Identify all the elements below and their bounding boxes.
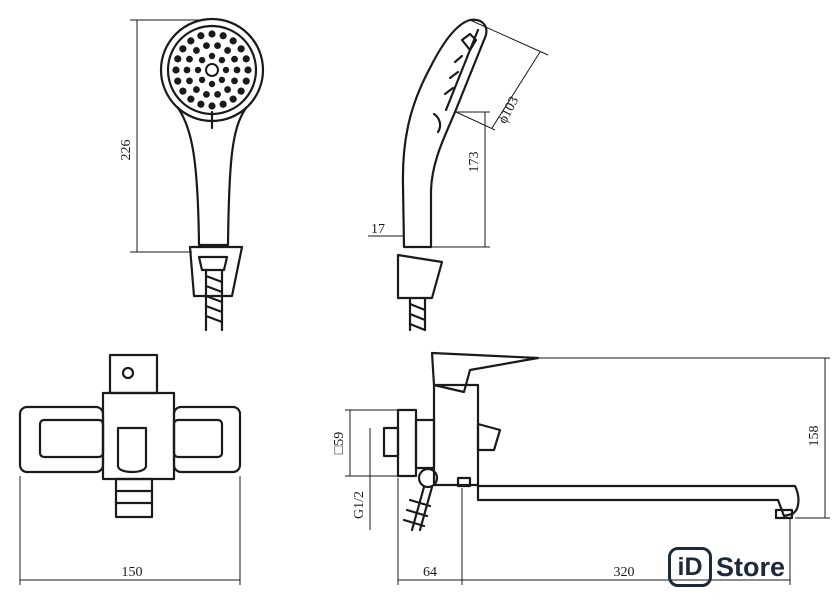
dim-226: 226 xyxy=(119,140,134,161)
nozzle-dot xyxy=(229,95,237,103)
nozzle-dot xyxy=(198,56,206,64)
nozzle-dot xyxy=(198,76,206,84)
nozzle-dot xyxy=(214,90,221,98)
dim-phi-103: ϕ103 xyxy=(496,94,523,126)
nozzle-dot xyxy=(242,77,250,85)
nozzle-dot xyxy=(193,47,200,54)
nozzle-dot xyxy=(208,102,216,110)
nozzle-dot xyxy=(222,66,230,74)
nozzle-dot xyxy=(179,45,187,53)
nozzle-dot xyxy=(203,90,210,98)
dim-150: 150 xyxy=(122,565,143,580)
dim-173: 173 xyxy=(467,152,482,173)
nozzle-dot xyxy=(219,32,227,40)
dim-17: 17 xyxy=(371,222,385,237)
logo-wordmark: Store xyxy=(716,551,786,582)
nozzle-dot xyxy=(197,32,205,40)
nozzle-dot xyxy=(231,77,238,85)
brand-logo: iD Store xyxy=(668,547,785,587)
nozzle-dot xyxy=(237,45,245,53)
dimension-lines xyxy=(19,19,830,585)
handshower-side-view xyxy=(396,18,488,332)
nozzle-dot xyxy=(237,87,245,95)
nozzle-dot xyxy=(233,66,241,74)
handshower-front-view xyxy=(159,17,265,332)
nozzle-pattern xyxy=(172,30,252,110)
dim-158: 158 xyxy=(807,426,822,447)
nozzle-dot xyxy=(208,30,216,38)
nozzle-dot xyxy=(224,47,231,54)
dimension-labels: 226 ϕ103 173 17 150 □59 G1/2 64 320 158 xyxy=(119,94,822,580)
nozzle-dot xyxy=(174,77,182,85)
nozzle-dot xyxy=(197,100,205,108)
dim-64: 64 xyxy=(423,565,437,580)
faucet-front-view xyxy=(18,353,242,519)
nozzle-dot xyxy=(203,42,210,50)
faucet-side-view xyxy=(382,351,800,532)
nozzle-dot xyxy=(172,66,180,74)
nozzle-dot xyxy=(242,55,250,63)
nozzle-dot xyxy=(219,100,227,108)
nozzle-dot xyxy=(244,66,252,74)
nozzle-dot xyxy=(183,66,191,74)
nozzle-dot xyxy=(208,80,216,88)
dim-g1-2: G1/2 xyxy=(352,491,367,519)
dim-59: □59 xyxy=(332,432,347,454)
nozzle-dot xyxy=(214,42,221,50)
nozzle-dot xyxy=(218,76,226,84)
nozzle-dot xyxy=(193,86,200,93)
nozzle-dot xyxy=(187,95,195,103)
nozzle-dot xyxy=(224,86,231,93)
dim-320: 320 xyxy=(614,565,635,580)
nozzle-dot xyxy=(229,37,237,45)
nozzle-dot xyxy=(174,55,182,63)
nozzle-dot xyxy=(231,55,238,63)
nozzle-dot xyxy=(187,37,195,45)
nozzle-dot xyxy=(218,56,226,64)
nozzle-dot xyxy=(186,55,193,63)
logo-mark: iD xyxy=(668,547,712,587)
nozzle-dot xyxy=(208,52,216,60)
nozzle-dot xyxy=(179,87,187,95)
nozzle-dot xyxy=(186,77,193,85)
nozzle-dot xyxy=(194,66,202,74)
